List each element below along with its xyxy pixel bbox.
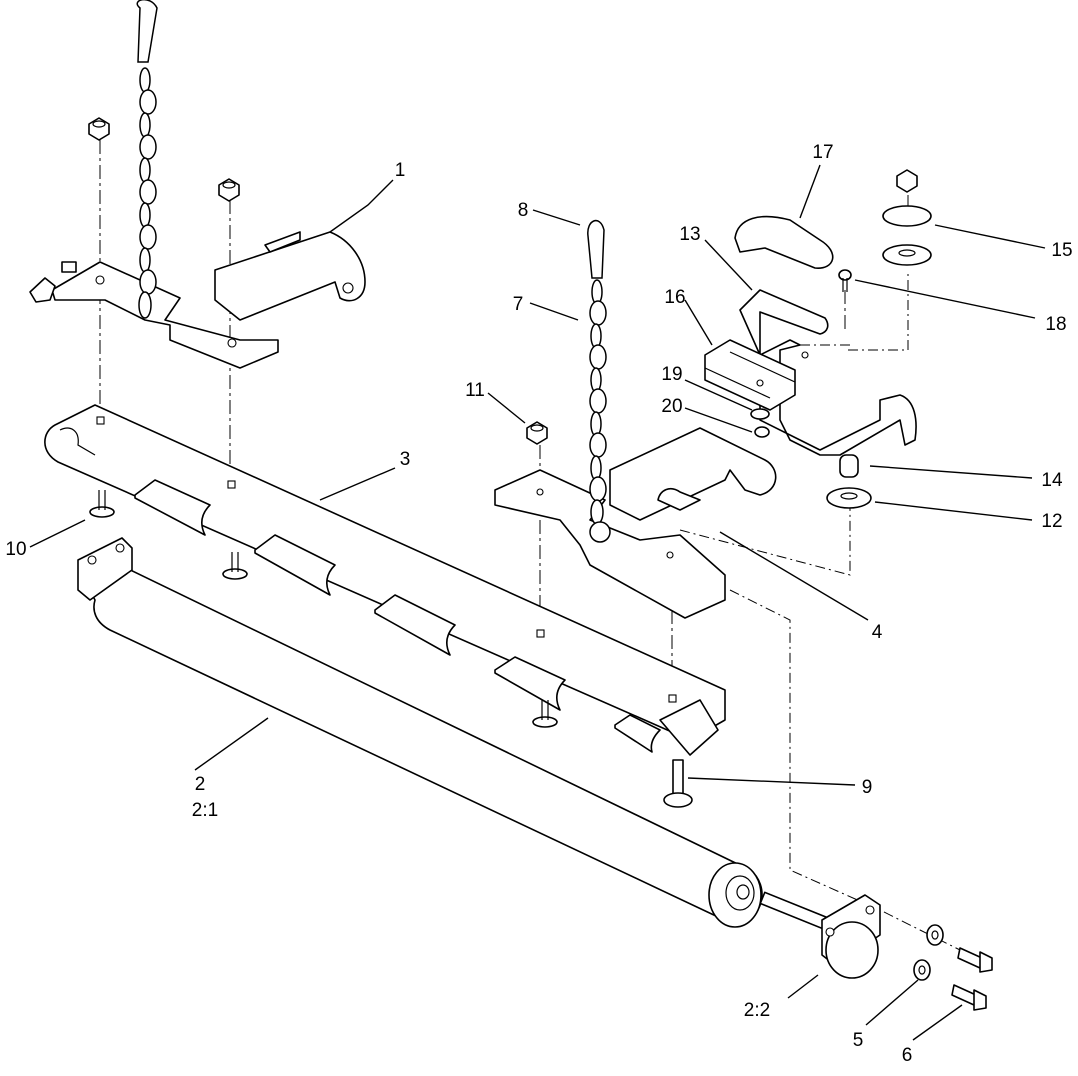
- bolt-part-9: [663, 759, 693, 808]
- chain-center-part-7-8: [587, 219, 611, 543]
- callout-19: 19: [661, 364, 682, 385]
- bracket-part-1: [29, 231, 366, 369]
- spacer-part-14: [839, 454, 859, 478]
- callout-16: 16: [664, 287, 685, 308]
- roller-part-2: [77, 537, 763, 928]
- bolts-part-10: [89, 490, 558, 728]
- callout-2: 2: [195, 774, 206, 795]
- nut-part-15: [896, 169, 918, 193]
- callout-20: 20: [661, 396, 682, 417]
- washer-part-15-top: [882, 205, 932, 227]
- bolts-part-6: [951, 947, 993, 1011]
- callout-11: 11: [465, 380, 485, 401]
- callout-2-1: 2:1: [192, 800, 218, 821]
- callout-17: 17: [812, 142, 833, 163]
- callout-2-2: 2:2: [744, 1000, 770, 1021]
- washers-part-5: [913, 924, 944, 981]
- callout-10: 10: [5, 539, 26, 560]
- nuts-left: [88, 117, 240, 202]
- rivet-part-18: [838, 269, 852, 281]
- washer-part-15-bottom: [882, 244, 932, 266]
- callout-13: 13: [679, 224, 700, 245]
- pad-part-16: [704, 339, 796, 411]
- callout-4: 4: [872, 622, 883, 643]
- bar-part-3: [44, 404, 726, 756]
- callout-1: 1: [395, 160, 406, 181]
- callout-14: 14: [1041, 470, 1063, 491]
- callout-6: 6: [902, 1045, 913, 1066]
- callout-5: 5: [853, 1030, 864, 1051]
- leader-lines: [29, 164, 1046, 1041]
- nut-part-11: [526, 421, 548, 445]
- callout-12: 12: [1041, 511, 1062, 532]
- chain-left: [136, 0, 158, 319]
- callout-3: 3: [400, 449, 411, 470]
- callout-7: 7: [513, 294, 524, 315]
- nut-part-20: [754, 426, 770, 438]
- callout-15: 15: [1051, 240, 1072, 261]
- callout-8: 8: [518, 200, 529, 221]
- callout-9: 9: [862, 777, 873, 798]
- assembly-lines: [59, 140, 981, 961]
- washer-part-19: [750, 408, 770, 420]
- hardware-right: [750, 169, 932, 509]
- callout-18: 18: [1045, 314, 1066, 335]
- handle-part-17: [734, 215, 834, 269]
- end-cap-part-2-2: [759, 891, 881, 979]
- bracket-part-4: [494, 427, 777, 619]
- washer-part-12: [826, 487, 872, 509]
- callout-labels: 1 2 2:1 2:2 3 4 5 6 7 8 9 10 11 12 13 14…: [5, 142, 1072, 1066]
